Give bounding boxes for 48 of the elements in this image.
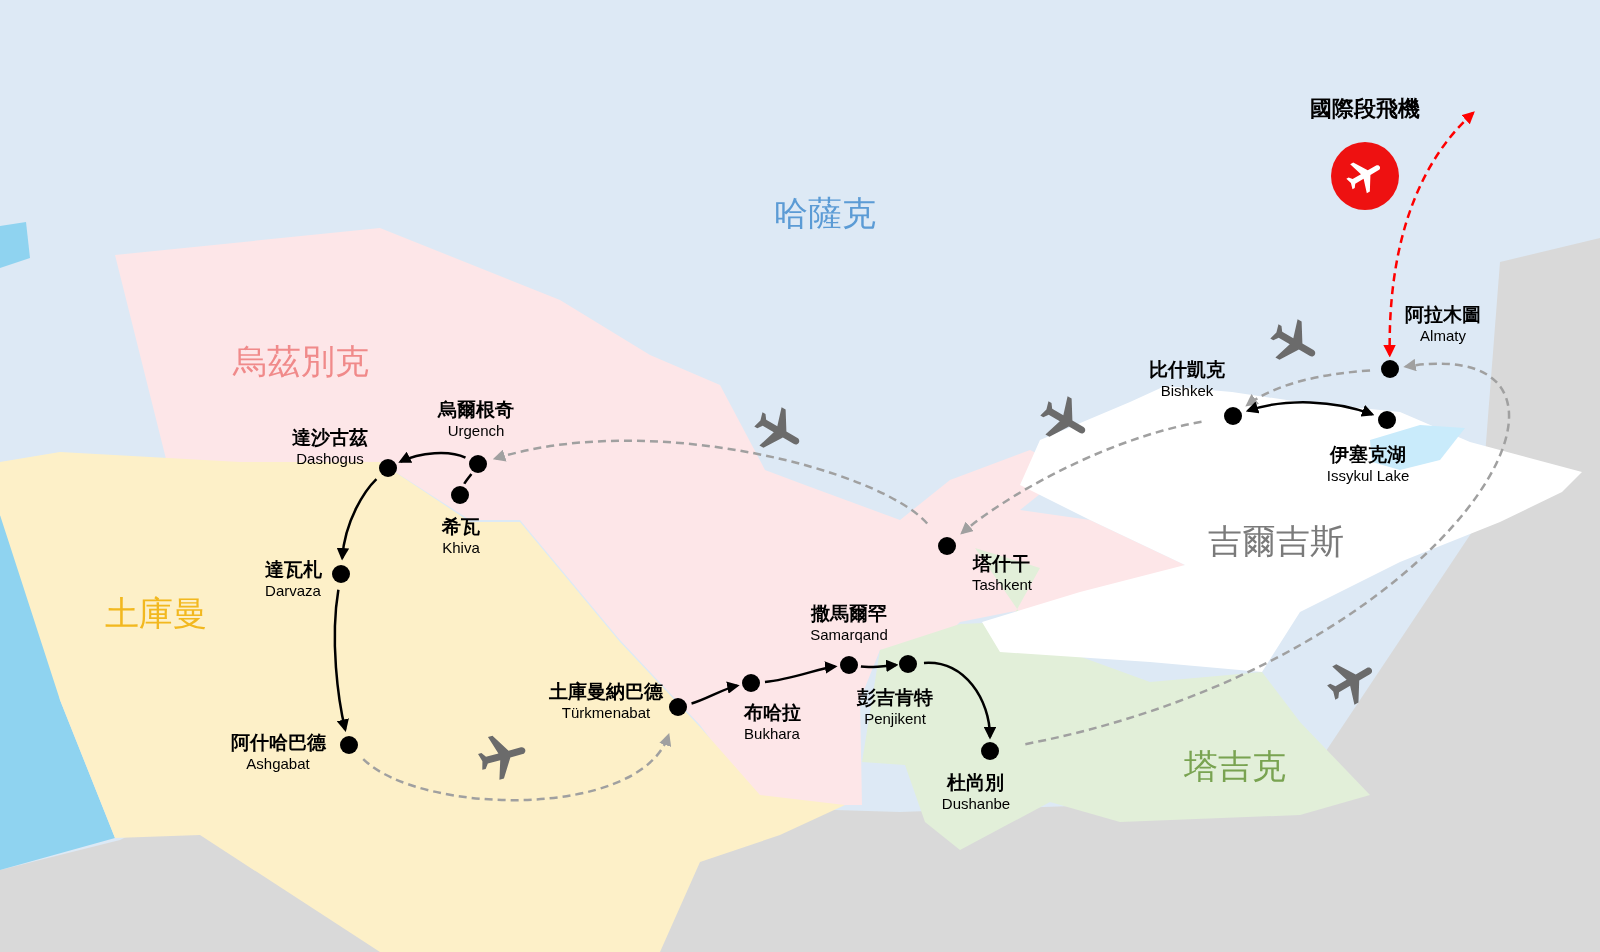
- city-name: 阿拉木圖: [1405, 303, 1481, 327]
- city-name: 阿什哈巴德: [230, 731, 326, 755]
- route-arrow: [1245, 401, 1375, 417]
- city-name: 塔什干: [973, 552, 1031, 576]
- route-arrow: [337, 478, 378, 561]
- city-name-latin: Bishkek: [1160, 381, 1214, 401]
- route-arrow: [1245, 369, 1371, 407]
- city-name: 達瓦札: [264, 558, 322, 582]
- city-name-latin: Dashogus: [296, 449, 364, 469]
- route-arrow: [860, 659, 899, 673]
- city-name: 烏爾根奇: [438, 398, 514, 422]
- city-name: 彭吉肯特: [857, 686, 933, 710]
- country-name: 哈薩克: [774, 193, 876, 234]
- city-name-latin: Tashkent: [972, 575, 1032, 595]
- city-name: 杜尚別: [947, 771, 1005, 795]
- city-name: 達沙古茲: [292, 426, 368, 450]
- city-name-latin: Bukhara: [744, 724, 800, 744]
- city-name-latin: Urgench: [447, 421, 505, 441]
- city-name-latin: Darvaza: [265, 581, 321, 601]
- city-name-latin: Dushanbe: [941, 794, 1011, 814]
- country-name: 塔吉克: [1184, 746, 1286, 787]
- route-arrow: [960, 420, 1202, 535]
- city-name-latin: Ashgabat: [246, 754, 310, 774]
- route-arrow: [362, 733, 670, 802]
- route-arrow: [398, 451, 466, 464]
- route-arrow: [764, 661, 838, 684]
- country-name: 烏茲別克: [233, 341, 369, 382]
- city-name: 土庫曼納巴德: [549, 680, 663, 704]
- city-name-latin: Penjikent: [864, 709, 926, 729]
- route-arrow: [1383, 111, 1475, 358]
- city-name: 撒馬爾罕: [811, 602, 887, 626]
- route-arrow: [1025, 359, 1509, 746]
- route-arrow: [333, 589, 350, 732]
- city-name-latin: Türkmenabat: [561, 703, 651, 723]
- country-name: 土庫曼: [105, 593, 207, 634]
- city-name-latin: Samarqand: [810, 625, 888, 645]
- city-name: 布哈拉: [743, 701, 801, 725]
- city-name-latin: Issykul Lake: [1326, 466, 1410, 486]
- city-name-latin: Almaty: [1420, 326, 1466, 346]
- route-arrow: [492, 439, 928, 525]
- city-name: 希瓦: [442, 515, 480, 539]
- route-arrow: [691, 681, 740, 705]
- city-name: 伊塞克湖: [1330, 443, 1406, 467]
- country-name: 吉爾吉斯: [1208, 521, 1344, 562]
- city-name-latin: Khiva: [442, 538, 480, 558]
- city-name: 比什凱克: [1149, 358, 1225, 382]
- route-arrow: [923, 661, 996, 740]
- heading: 國際段飛機: [1310, 95, 1420, 123]
